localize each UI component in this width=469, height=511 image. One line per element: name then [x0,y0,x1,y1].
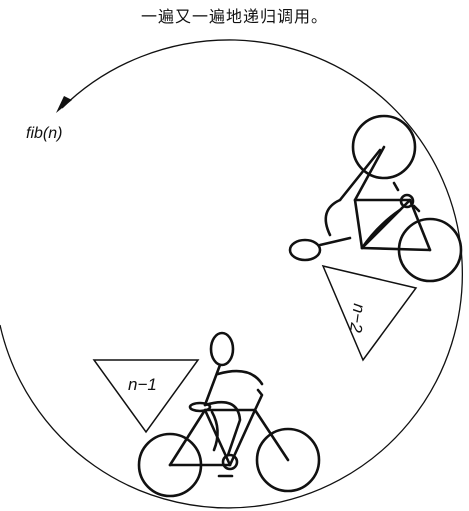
rear-wheel [353,116,415,178]
front-wheel [257,429,319,491]
triangle-lower-label: n−1 [128,375,157,394]
triangle-upper-label: n−2 [346,302,369,334]
cyclist-upper [290,116,461,281]
triangle-lower [94,360,198,432]
fib-label: fib(n) [26,125,62,142]
loop-track [0,40,462,508]
triangle-upper [323,266,416,360]
cyclist-lower [139,333,319,496]
arrow-head-icon [56,96,72,113]
figure-caption: 一遍又一遍地递归调用。 [140,7,328,26]
bike-frame [355,147,430,250]
rider-head [211,333,233,365]
bike-frame [170,410,288,465]
rider-head [290,240,320,260]
